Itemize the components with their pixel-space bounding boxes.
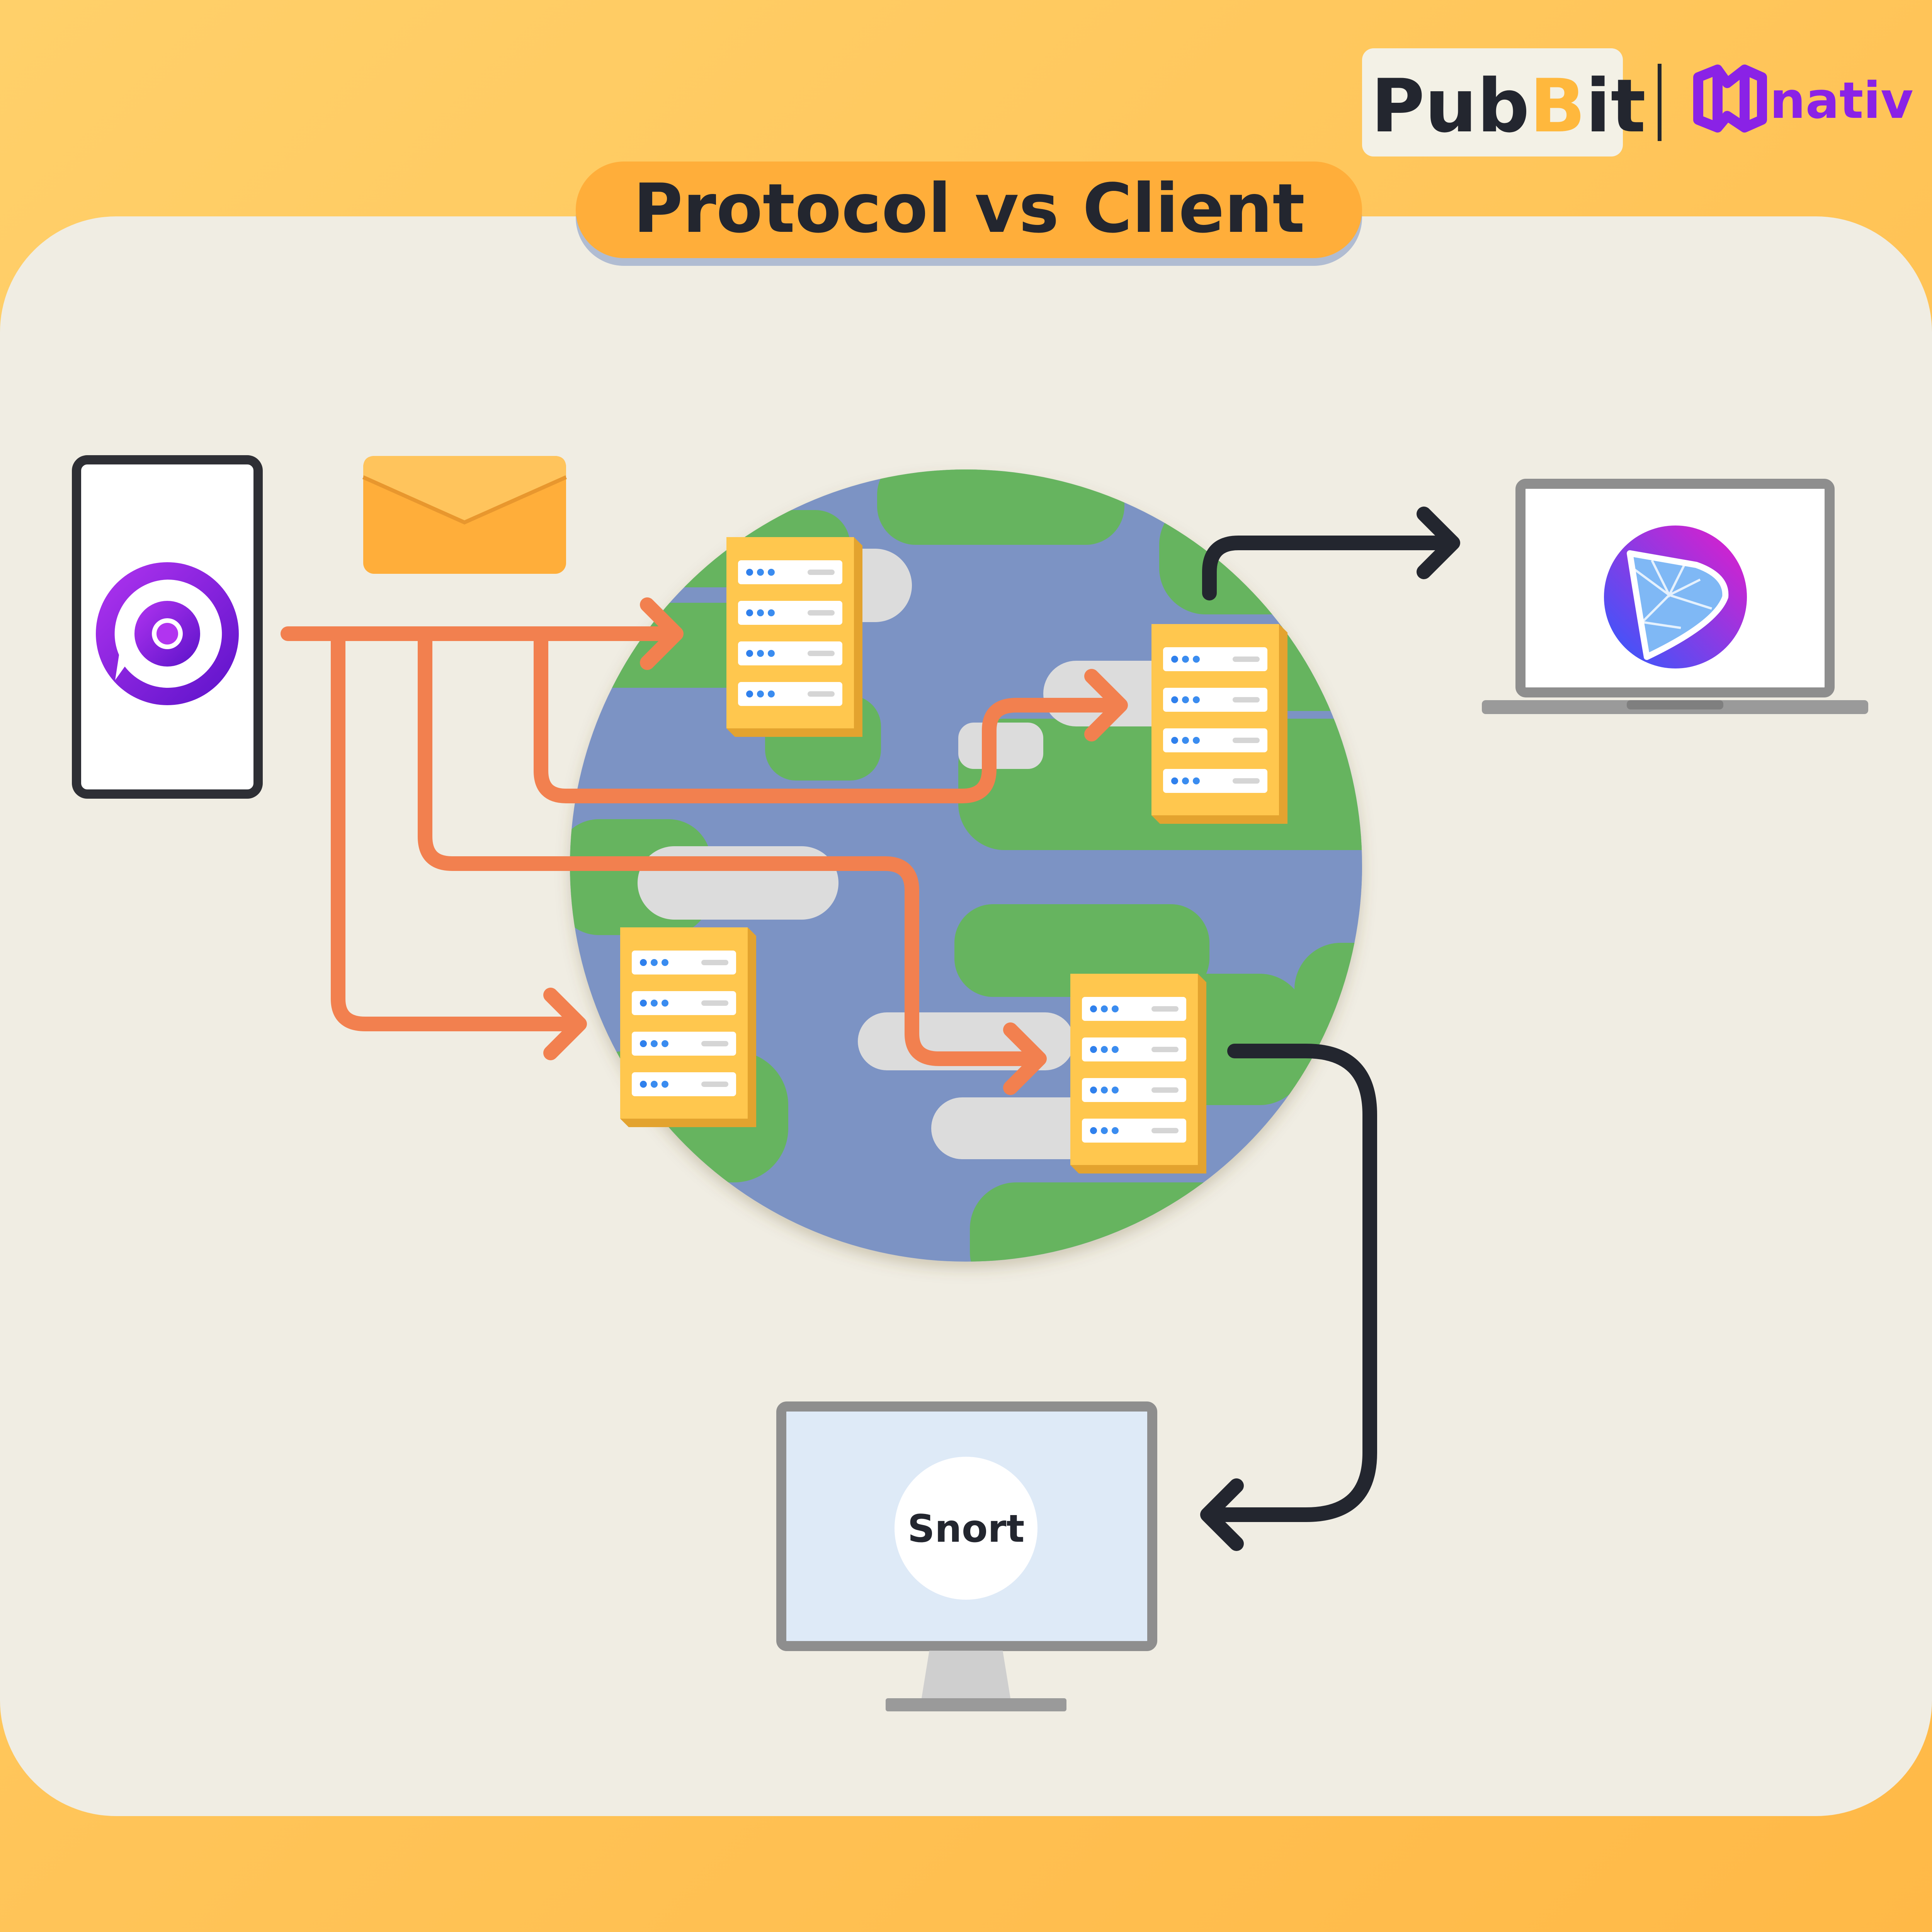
snort-app-label: Snort: [908, 1507, 1025, 1551]
server-slot: [1163, 728, 1267, 752]
server-slot: [1163, 688, 1267, 712]
flow-arrowhead-relay-2: [1084, 669, 1128, 742]
flow-arrowhead-desktop: [1200, 1478, 1244, 1551]
pubbit-prefix: Pub: [1371, 63, 1530, 149]
monitor-stand: [922, 1651, 1010, 1698]
pubbit-letter-b: B: [1530, 63, 1586, 149]
server-slot: [738, 601, 842, 625]
title-pill: Protocol vs Client: [576, 162, 1362, 266]
pubbit-logo-box: [1362, 48, 1623, 156]
pubbit-logo-text: PubBit: [1371, 63, 1646, 149]
page-title: Protocol vs Client: [633, 170, 1305, 248]
brand-header: PubBit nativ: [1362, 48, 1913, 156]
server-slot: [1163, 769, 1267, 793]
relay-server-2: [1151, 624, 1287, 824]
flow-arrowhead-laptop: [1417, 507, 1460, 579]
server-slot: [738, 682, 842, 706]
server-slot: [632, 1032, 736, 1056]
flow-to-relay-3: [331, 626, 579, 1031]
pubbit-suffix: it: [1585, 63, 1646, 149]
relay-server-1: [726, 537, 862, 737]
flow-relay-to-laptop: [1202, 536, 1454, 600]
chat-app-icon[interactable]: [96, 562, 239, 705]
gem-app-icon[interactable]: [1604, 526, 1747, 668]
snort-app-icon[interactable]: Snort: [895, 1457, 1037, 1600]
read-flows: [1200, 507, 1460, 1551]
relay-server-3: [620, 927, 756, 1127]
server-slot: [1082, 1119, 1186, 1143]
nativ-logo-icon: [1693, 65, 1767, 133]
relay-servers: [620, 537, 1287, 1173]
flow-arrowhead-relay-1: [640, 597, 684, 670]
flow-relay-to-desktop: [1206, 1044, 1377, 1522]
desktop-client[interactable]: Snort: [776, 1401, 1157, 1711]
envelope-icon: [362, 456, 567, 574]
server-slot: [1163, 647, 1267, 671]
publish-flows: [281, 597, 1128, 1095]
monitor-foot: [886, 1698, 1066, 1711]
server-slot: [632, 1072, 736, 1096]
flow-arrowhead-relay-4: [1003, 1022, 1047, 1095]
server-slot: [1082, 997, 1186, 1021]
server-slot: [632, 991, 736, 1015]
nativ-logo-text: nativ: [1770, 71, 1913, 130]
server-slot: [1082, 1078, 1186, 1102]
flow-to-relay-2: [534, 626, 1120, 803]
server-slot: [738, 641, 842, 665]
server-slot: [632, 951, 736, 975]
server-slot: [1082, 1037, 1186, 1061]
flow-to-relay-4: [418, 626, 1039, 1066]
brand-divider: [1658, 64, 1662, 141]
server-slot: [738, 560, 842, 584]
flow-arrowhead-relay-3: [543, 988, 587, 1060]
laptop-client[interactable]: [1482, 479, 1868, 714]
relay-server-4: [1070, 974, 1206, 1173]
phone-client[interactable]: [72, 455, 263, 799]
